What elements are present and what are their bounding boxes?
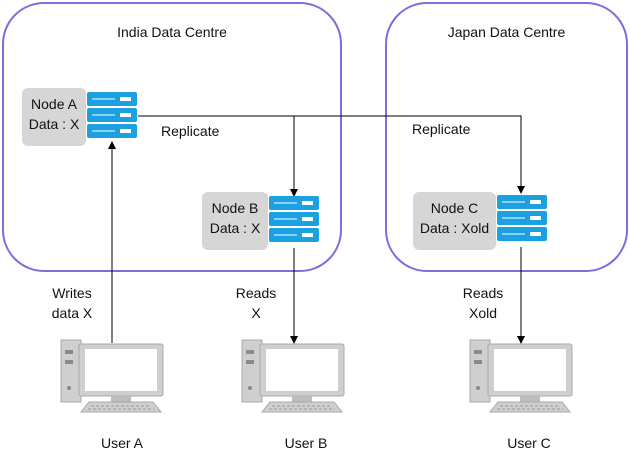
user-a-name: User A (100, 435, 143, 451)
node-c-server-icon (496, 194, 548, 242)
replicate-label-b: Replicate (161, 123, 220, 139)
node-b-data: Data : X (209, 220, 261, 236)
node-b-card: Node B Data : X (202, 192, 268, 250)
node-b-server-icon (268, 195, 320, 243)
user-b-name: User B (284, 435, 328, 451)
user-c-action-line1: Reads (462, 285, 504, 301)
user-a-computer-icon (60, 339, 164, 413)
node-a-name: Node A (31, 96, 77, 112)
user-b-action-line1: Reads (235, 285, 277, 301)
node-c-name: Node C (430, 200, 479, 216)
user-a-action-label: Writes data X (42, 283, 102, 323)
user-c-action-label: Reads Xold (453, 283, 513, 323)
user-c-action-line2: Xold (468, 305, 498, 321)
replicate-label-c: Replicate (412, 121, 471, 137)
india-datacentre-title: India Data Centre (117, 24, 227, 40)
user-c-computer-icon (469, 339, 573, 413)
node-a-data: Data : X (28, 116, 80, 132)
node-b-name: Node B (211, 200, 259, 216)
japan-datacentre-title: Japan Data Centre (447, 24, 566, 40)
node-a-server-icon (86, 91, 138, 139)
user-b-computer-icon (241, 339, 345, 413)
node-c-card: Node C Data : Xold (413, 192, 496, 250)
user-a-action-line1: Writes (52, 285, 92, 301)
replicate-edge-to-node-c (294, 115, 525, 194)
node-a-card: Node A Data : X (22, 88, 86, 146)
user-c-name: User C (507, 435, 551, 451)
user-b-action-line2: X (251, 305, 261, 321)
user-a-action-line2: data X (51, 305, 93, 321)
node-c-data: Data : Xold (419, 220, 490, 236)
user-b-action-label: Reads X (226, 283, 286, 323)
